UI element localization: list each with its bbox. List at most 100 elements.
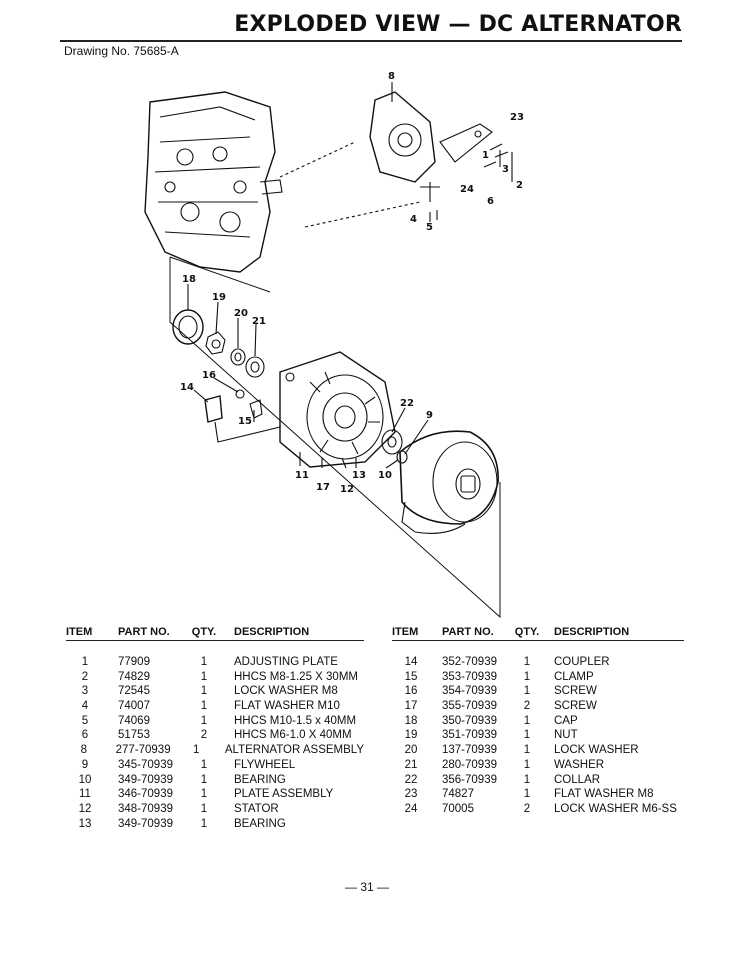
cell-qty: 1 [523, 788, 531, 801]
cell-item: 14 [404, 656, 418, 668]
cell-qty: 1 [200, 788, 208, 801]
cell-qty: 1 [200, 685, 208, 698]
cell-description: SCREW [554, 700, 597, 713]
cell-part-no: 51753 [118, 729, 150, 742]
callout-12: 12 [340, 484, 354, 495]
cell-qty: 1 [200, 817, 208, 830]
cell-description: NUT [554, 729, 578, 742]
cell-part-no: 352-70939 [442, 656, 497, 668]
bracket-drawing [369, 91, 509, 202]
cell-description: LOCK WASHER [554, 744, 639, 757]
callout-10: 10 [378, 470, 392, 481]
cell-qty: 2 [523, 802, 531, 815]
cell-part-no: 353-70939 [442, 670, 497, 683]
cell-part-no: 348-70939 [118, 802, 173, 815]
callout-16: 16 [202, 370, 216, 381]
callout-2: 2 [516, 180, 523, 191]
cell-description: LOCK WASHER M6-SS [554, 802, 677, 815]
cell-qty: 1 [523, 656, 531, 668]
cell-description: HHCS M10-1.5 x 40MM [234, 714, 357, 727]
cell-part-no: 350-70939 [442, 714, 497, 727]
engine-block-drawing [144, 91, 283, 273]
callout-6: 6 [487, 196, 494, 207]
cell-qty: 2 [523, 700, 531, 713]
callout-4: 4 [410, 214, 417, 225]
callout-19: 19 [212, 292, 226, 303]
callout-14: 14 [180, 382, 194, 393]
cell-description: BEARING [234, 773, 286, 786]
cell-part-no: 346-70939 [118, 788, 173, 801]
cell-item: 22 [404, 773, 418, 786]
cell-description: COLLAR [554, 773, 601, 786]
table-header: ITEM PART NO. QTY. DESCRIPTION [392, 626, 684, 641]
diagram-svg: 8 23 1 3 2 24 6 4 5 18 19 20 21 16 14 15… [144, 71, 524, 619]
cell-item: 2 [81, 670, 89, 683]
callout-9: 9 [426, 410, 433, 421]
callout-24: 24 [460, 184, 474, 195]
callout-3: 3 [502, 164, 509, 175]
callout-22: 22 [400, 398, 414, 409]
cell-item: 16 [404, 685, 418, 698]
cell-description: FLYWHEEL [234, 758, 296, 771]
page-number: — 31 — [344, 880, 389, 894]
cell-qty: 1 [523, 773, 531, 786]
small-parts-drawing [172, 309, 281, 443]
cell-qty: 1 [200, 802, 208, 815]
cell-part-no: 72545 [118, 685, 150, 698]
cell-item: 24 [404, 802, 418, 815]
cell-qty: 2 [200, 729, 208, 742]
cell-qty: 1 [523, 758, 531, 771]
cell-part-no: 74007 [118, 700, 150, 713]
cell-description: ADJUSTING PLATE [234, 656, 338, 668]
header-description: DESCRIPTION [554, 626, 630, 638]
callout-1: 1 [482, 150, 489, 161]
cell-description: FLAT WASHER M10 [234, 700, 340, 713]
cell-part-no: 70005 [442, 802, 474, 815]
cell-item: 15 [404, 670, 418, 683]
cell-item: 4 [81, 700, 89, 713]
cell-part-no: 345-70939 [118, 758, 173, 771]
header-item: ITEM [66, 626, 93, 638]
cell-qty: 1 [523, 729, 531, 742]
cell-item: 8 [80, 744, 87, 757]
header-part-no: PART NO. [442, 626, 494, 638]
cell-item: 18 [404, 714, 418, 727]
cell-part-no: 355-70939 [442, 700, 497, 713]
cell-description: LOCK WASHER M8 [234, 685, 338, 698]
cell-item: 13 [78, 817, 92, 830]
cell-part-no: 349-70939 [118, 817, 173, 830]
cell-qty: 1 [523, 744, 531, 757]
parts-table-right: ITEM PART NO. QTY. DESCRIPTION 14 352-709… [392, 626, 684, 817]
cell-item: 10 [78, 773, 92, 786]
cell-item: 1 [81, 656, 89, 668]
cell-part-no: 74827 [442, 788, 474, 801]
callout-5: 5 [426, 222, 433, 233]
table-header: ITEM PART NO. QTY. DESCRIPTION [66, 626, 364, 641]
cell-part-no: 349-70939 [118, 773, 173, 786]
cell-item: 19 [404, 729, 418, 742]
cell-qty: 1 [200, 773, 208, 786]
flywheel-drawing [399, 430, 499, 534]
cell-part-no: 277-70939 [115, 744, 171, 757]
cell-description: PLATE ASSEMBLY [234, 788, 334, 801]
cell-qty: 1 [523, 714, 531, 727]
cell-part-no: 74829 [118, 670, 150, 683]
callout-11: 11 [295, 470, 309, 481]
title-rule [60, 40, 682, 42]
cell-qty: 1 [523, 670, 531, 683]
